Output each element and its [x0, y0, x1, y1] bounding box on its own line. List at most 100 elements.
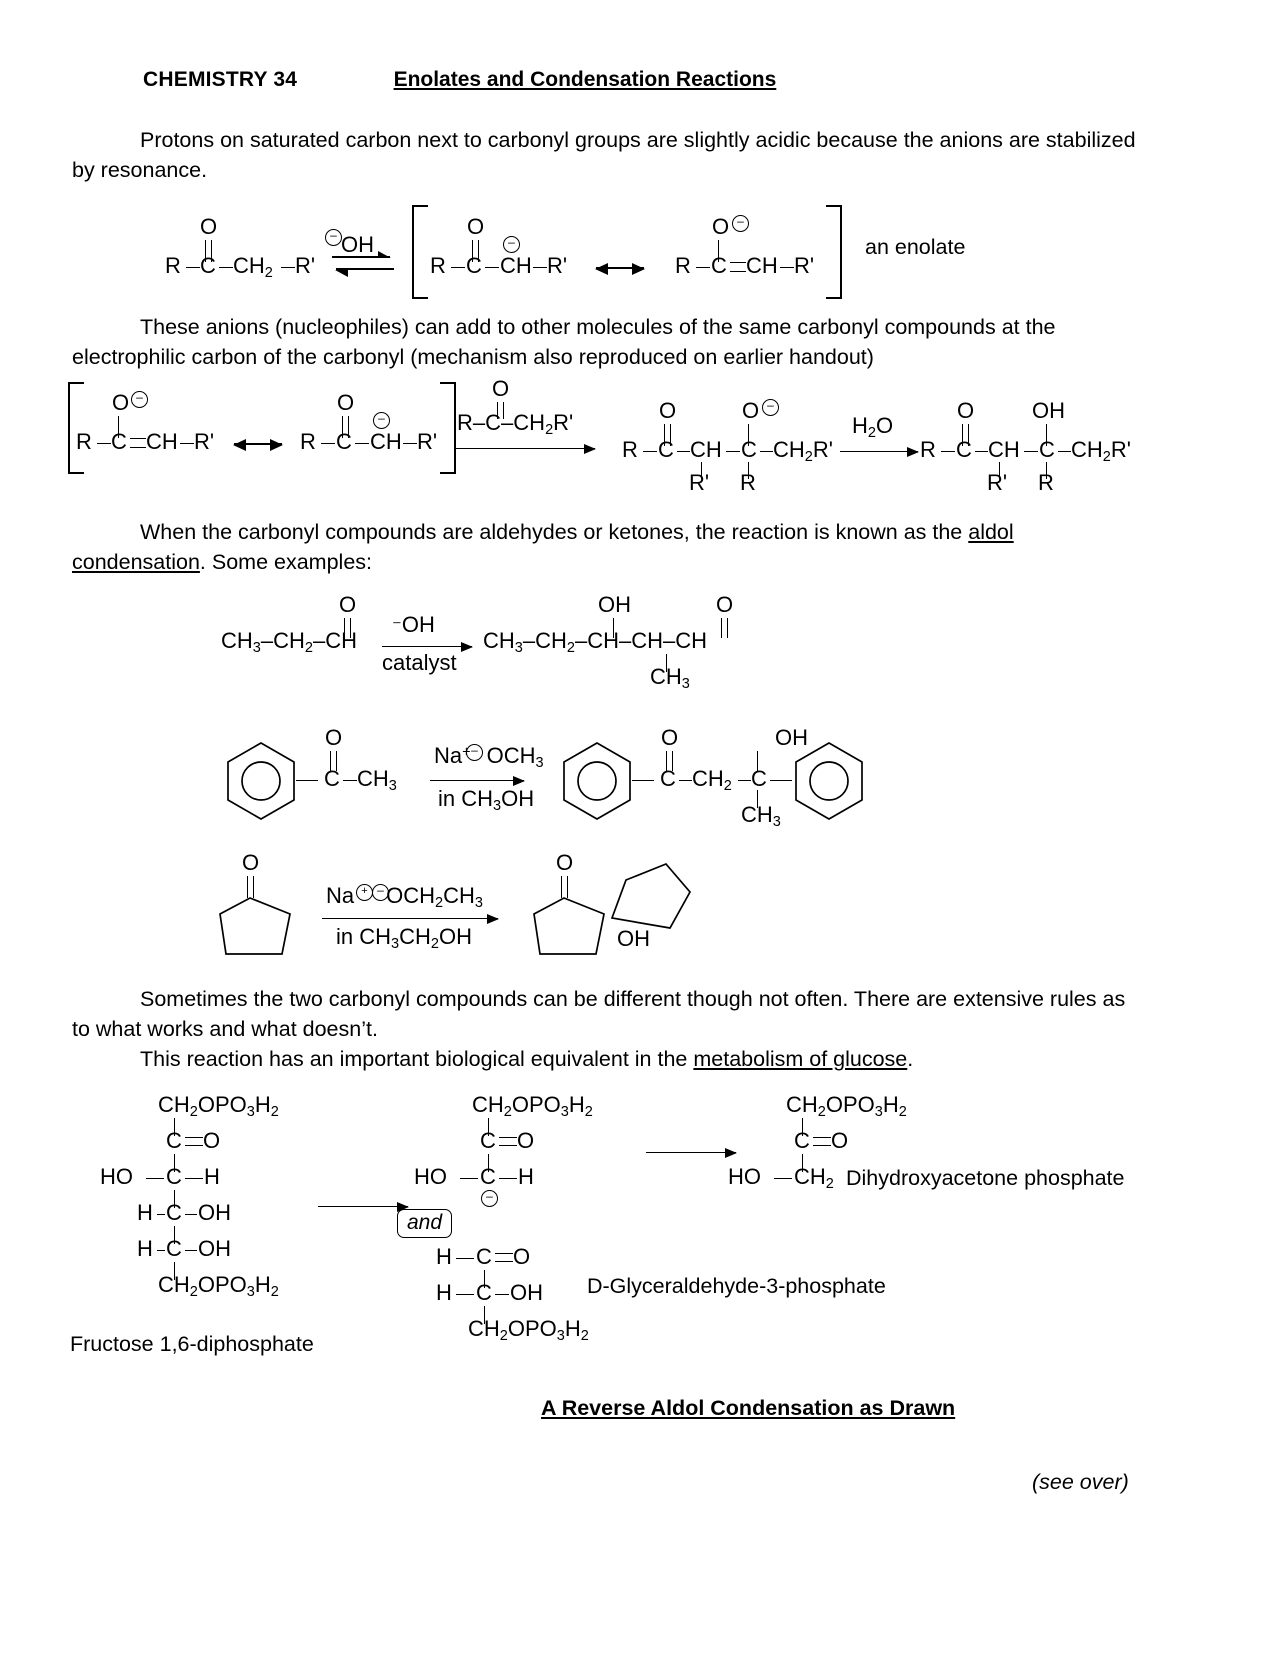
ex1-reactant-oxygen: O [339, 592, 357, 617]
cyclopentane-ring-icon [532, 896, 612, 960]
glc-mid-r2-o: O [517, 1128, 535, 1153]
glc-left-r5-c: C [166, 1236, 182, 1261]
s1-resonance-arrow [595, 263, 645, 275]
ex2-reagent-sodium-methoxide: Na+OCH3OCH3 [434, 743, 544, 772]
term-metabolism-of-glucose: metabolism of glucose [693, 1047, 908, 1071]
ex3-reagent-solvent: in CH3CH2OH [336, 924, 472, 953]
s2-p1-ch: CH [690, 437, 722, 462]
s1-reactant-rprime: R' [295, 253, 316, 278]
s1-caption: an enolate [865, 235, 966, 259]
glc-right-r2-o: O [831, 1128, 849, 1153]
ex3-product-oxygen: O [556, 850, 574, 875]
glc-left-name: Fructose 1,6-diphosphate [70, 1332, 314, 1356]
glc-mid-r4-c: C [476, 1244, 492, 1269]
cyclopentane-ring-icon [218, 896, 298, 960]
s1-resB-oxygen: O [712, 214, 730, 239]
glc-left-r4-h: H [137, 1200, 153, 1225]
glc-left-r5-h: H [137, 1236, 153, 1261]
glc-mid-r5-h: H [436, 1280, 452, 1305]
s1-resA-c: C [466, 253, 482, 278]
ex2-reactant-methyl: CH3 [357, 766, 397, 795]
s2-resB-ch: CH [370, 429, 402, 454]
s1-resB-c: C [711, 253, 727, 278]
glc-left-r2-o: O [203, 1128, 221, 1153]
glc-mid-r3-h: H [518, 1164, 534, 1189]
paragraph-2-text: These anions (nucleophiles) can add to o… [72, 315, 1056, 369]
s1-resB-oxygen-charge [732, 215, 749, 232]
glc-left-r3-h: H [204, 1164, 220, 1189]
ex2-product-ch2: CH2 [692, 766, 732, 795]
paragraph-5-post: . [907, 1047, 914, 1071]
paragraph-3: When the carbonyl compounds are aldehyde… [72, 517, 1142, 577]
ex1-product-hydroxyl: OH [598, 592, 631, 617]
glc-left-r4-c: C [166, 1200, 182, 1225]
s1-equilibrium-arrow [332, 250, 394, 277]
ex2-product-oxygen: O [661, 725, 679, 750]
ex3-ethoxide-charge [372, 884, 389, 901]
ex1-product-chain: CH3–CH2–CH–CH–CH [483, 628, 707, 657]
s1-reactant-ch2: CH2 [233, 253, 273, 282]
conclusion-heading: A Reverse Aldol Condensation as Drawn [541, 1396, 956, 1420]
s2-p2-hydroxyl: OH [1032, 398, 1065, 423]
s1-resA-oxygen: O [467, 214, 485, 239]
glc-mid-r5-c: C [476, 1280, 492, 1305]
glc-right-r2-c: C [794, 1128, 810, 1153]
s2-reagent-oxygen: O [492, 376, 510, 401]
s2-p2-ch: CH [988, 437, 1020, 462]
glc-mid-r4-o: O [513, 1244, 531, 1269]
ex2-reactant-carbonyl-c: C [324, 766, 340, 791]
s2-resB-carbanion-charge [373, 412, 390, 429]
s1-resB-rprime: R' [794, 253, 815, 278]
paragraph-1-text: Protons on saturated carbon next to carb… [72, 128, 1136, 182]
s2-resA-ch: CH [146, 429, 178, 454]
glc-mid-r6: CH2OPO3H2 [468, 1316, 589, 1345]
s2-p1-c1: C [658, 437, 674, 462]
ex2-product-c1: C [660, 766, 676, 791]
s2-bracket-left [68, 382, 84, 474]
glc-left-r3-ho: HO [100, 1164, 133, 1189]
s2-p1-r: R [622, 437, 638, 462]
s2-p2-sub-rprime: R' [987, 470, 1008, 495]
ex3-reaction-arrow [322, 913, 499, 924]
ex2-product-c2: C [751, 766, 767, 791]
paragraph-5: This reaction has an important biologica… [72, 1044, 1142, 1074]
paragraph-1: Protons on saturated carbon next to carb… [72, 125, 1142, 185]
s2-p1-sub-r: R [740, 470, 756, 495]
glc-right-r1: CH2OPO3H2 [786, 1092, 907, 1121]
glc-arrow-2 [646, 1147, 737, 1158]
s2-p1-ch2r: CH2R' [773, 437, 833, 466]
glc-and-box: and [397, 1209, 453, 1238]
glc-mid-name: D-Glyceraldehyde-3-phosphate [587, 1274, 886, 1298]
ex3-product-hydroxyl: OH [617, 926, 650, 951]
s1-resB-r: R [675, 253, 691, 278]
s2-p1-oxyanion-charge [762, 399, 779, 416]
s2-p2-sub-r: R [1038, 470, 1054, 495]
paragraph-5-pre: This reaction has an important biologica… [140, 1047, 694, 1071]
s1-bracket-left [412, 205, 428, 299]
glc-left-r1: CH2OPO3H2 [158, 1092, 279, 1121]
glc-right-r3-ho: HO [728, 1164, 761, 1189]
glc-mid-carbanion-charge [481, 1190, 498, 1207]
paragraph-4-text: Sometimes the two carbonyl compounds can… [72, 987, 1126, 1041]
glc-mid-r3-ho: HO [414, 1164, 447, 1189]
benzene-ring-icon [560, 740, 632, 820]
ex2-reagent-solvent: in CH3OH [438, 786, 535, 815]
s2-reaction-arrow-2 [840, 446, 919, 457]
s2-resB-oxygen: O [337, 390, 355, 415]
ex1-reactant: CH3–CH2–CH [221, 628, 357, 657]
ex2-reactant-oxygen: O [325, 725, 343, 750]
s2-water-reagent: H2O [852, 413, 894, 442]
s2-resA-r: R [76, 429, 92, 454]
s2-p2-ch2r: CH2R' [1071, 437, 1131, 466]
s2-reagent-formula: R–C–CH2R' [457, 410, 574, 439]
paragraph-3-post: . Some examples: [199, 550, 372, 574]
ex1-product-oxygen: O [716, 592, 734, 617]
s2-p1-sub-rprime: R' [689, 470, 710, 495]
s2-p1-oxyanion: O [742, 398, 760, 423]
s1-reactant-r: R [165, 253, 181, 278]
s1-hydroxide-label: OH [341, 232, 374, 257]
ex3-reactant-oxygen: O [242, 850, 260, 875]
glc-mid-r5-oh: OH [510, 1280, 543, 1305]
s2-resA-rprime: R' [194, 429, 215, 454]
